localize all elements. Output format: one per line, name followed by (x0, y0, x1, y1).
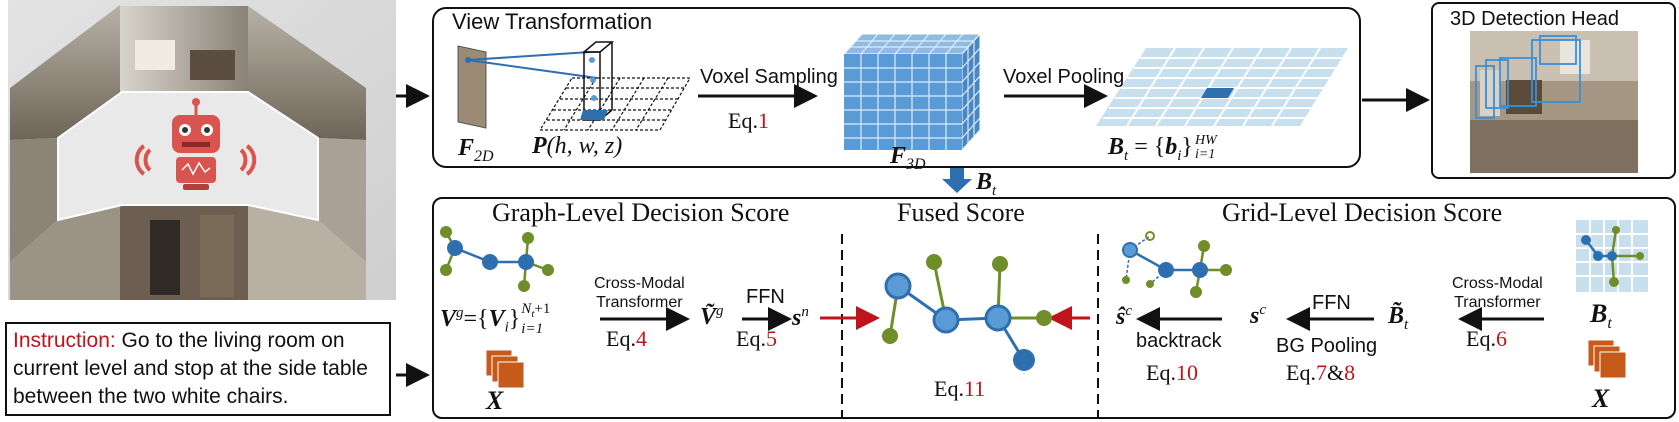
panorama-view-topright (248, 6, 366, 140)
backtrack-label: backtrack (1136, 330, 1222, 352)
x-label-left: X (486, 386, 504, 415)
sc-label: sc (1250, 302, 1267, 329)
view-transformation-panel (432, 7, 1361, 168)
panorama-view-topleft (10, 5, 122, 140)
bt-down-arrow (942, 168, 972, 193)
ffn-left-label: FFN (746, 286, 785, 308)
panorama-view-bottomright (248, 205, 366, 300)
eq6-label: Eq.6 (1466, 326, 1507, 351)
btilde-label: B̃t (1388, 303, 1409, 333)
eq1-label: Eq.1 (728, 108, 769, 133)
x-label-right: X (1592, 384, 1610, 413)
panorama-view-left (10, 138, 58, 262)
eq4-label: Eq.4 (606, 326, 647, 351)
panorama-view-bottomleft (10, 205, 122, 300)
p-hwz-label: P(h, w, z) (532, 133, 623, 159)
robot-icon (134, 98, 257, 190)
vg-tilde-label: Ṽg (700, 303, 724, 330)
graph-level-title: Graph-Level Decision Score (492, 198, 790, 227)
bt-arrow-label: Bt (976, 169, 997, 199)
eq5-label: Eq.5 (736, 326, 777, 351)
bg-pooling-label: BG Pooling (1276, 335, 1378, 357)
instruction-prefix: Instruction: (13, 329, 116, 352)
detection-head-panel (1431, 2, 1676, 179)
voxel-pooling-label: Voxel Pooling (1003, 66, 1125, 88)
instruction-box: Instruction: Go to the living room on cu… (5, 322, 391, 416)
ffn-right-label: FFN (1312, 292, 1351, 314)
eq10-label: Eq.10 (1146, 360, 1198, 385)
eq11-label: Eq.11 (934, 376, 986, 401)
sn-label: sn (792, 304, 809, 331)
panorama-octagon (8, 0, 396, 300)
shat-label: ŝc (1116, 303, 1133, 330)
voxel-sampling-label: Voxel Sampling (700, 66, 838, 88)
grid-level-title: Grid-Level Decision Score (1222, 198, 1503, 227)
bt-right-label: Bt (1590, 299, 1612, 333)
fused-score-title: Fused Score (897, 198, 1025, 227)
detection-head-title: 3D Detection Head (1450, 8, 1619, 30)
decision-score-panel (432, 197, 1676, 419)
f3d-label: F3D (890, 143, 926, 173)
f2d-label: F2D (458, 135, 494, 165)
eq78-label: Eq.7&8 (1286, 360, 1356, 385)
instruction-text: Go to the living room on current level a… (13, 329, 368, 408)
view-transformation-title: View Transformation (452, 9, 653, 34)
panorama-view-right (318, 138, 366, 262)
